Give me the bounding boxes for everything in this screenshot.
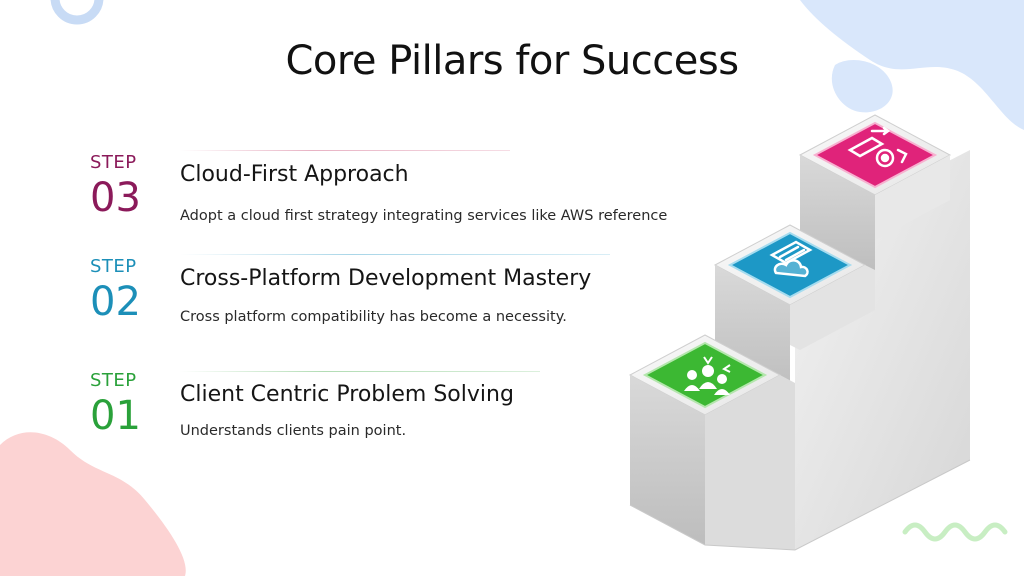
step-label: STEP xyxy=(90,152,137,173)
step-divider xyxy=(180,254,610,255)
pink-blob-decoration xyxy=(0,432,186,576)
middle-tile xyxy=(727,231,853,299)
step-label: STEP xyxy=(90,370,137,391)
pillar-bottom xyxy=(628,334,795,550)
pillar-top xyxy=(798,114,952,275)
step-description: Understands clients pain point. xyxy=(180,423,407,439)
step-01: STEP 01 Client Centric Problem Solving U… xyxy=(90,368,730,448)
step-title: Cloud-First Approach xyxy=(180,162,409,187)
step-title: Client Centric Problem Solving xyxy=(180,382,514,407)
cloud-server-icon xyxy=(769,240,813,278)
step-description: Adopt a cloud first strategy integrating… xyxy=(180,208,668,224)
top-tile xyxy=(812,121,938,189)
slide-title: Core Pillars for Success xyxy=(285,38,739,84)
step-label: STEP xyxy=(90,256,137,277)
user-group-icon xyxy=(684,356,731,395)
staircase-illustration xyxy=(628,114,971,551)
step-03: STEP 03 Cloud-First Approach Adopt a clo… xyxy=(90,150,730,230)
blue-blob-small-decoration xyxy=(831,60,893,113)
step-number: 01 xyxy=(90,393,141,439)
blue-blob-decoration xyxy=(800,0,1024,130)
step-number: 02 xyxy=(90,279,141,325)
ring-decoration xyxy=(50,0,104,25)
staircase-base-edge xyxy=(629,459,971,551)
step-number: 03 xyxy=(90,175,141,221)
step-description: Cross platform compatibility has become … xyxy=(180,309,567,325)
step-title: Cross-Platform Development Mastery xyxy=(180,266,592,291)
squiggle-decoration xyxy=(902,522,1008,542)
step-divider xyxy=(180,371,540,372)
settings-transfer-icon xyxy=(847,126,908,168)
step-divider xyxy=(180,150,510,151)
step-02: STEP 02 Cross-Platform Development Maste… xyxy=(90,254,730,334)
